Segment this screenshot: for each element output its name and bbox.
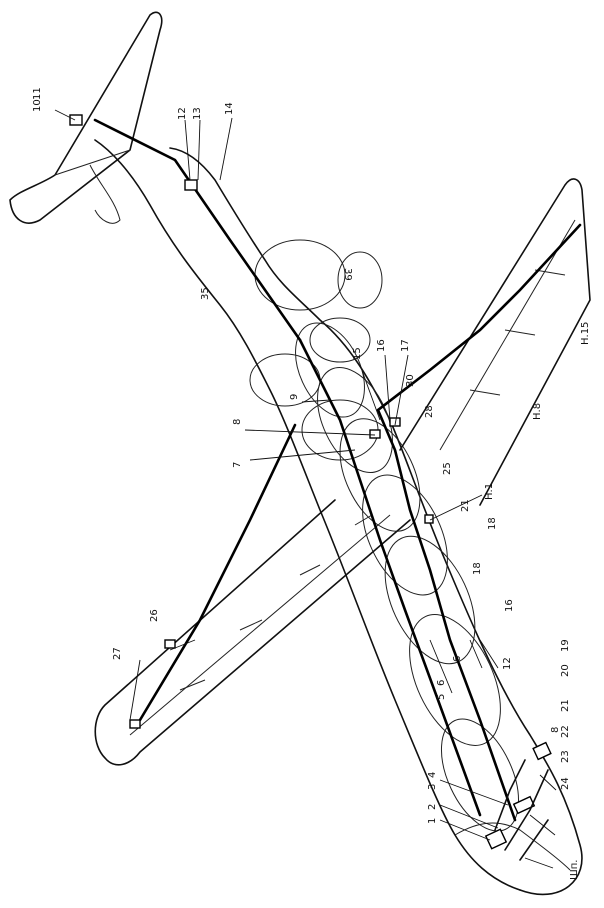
callout-23: 23 bbox=[560, 750, 571, 763]
callout-labels: 1 2 3 4 5 6 6 7 8 8 9 10 11 12 12 13 14 … bbox=[32, 87, 591, 880]
control-rods bbox=[93, 118, 582, 822]
callout-21: 21 bbox=[460, 499, 471, 512]
callout-22: 22 bbox=[560, 725, 571, 738]
callout-28: 28 bbox=[424, 405, 435, 418]
callout-7: 7 bbox=[232, 462, 243, 468]
callout-39: 39 bbox=[342, 268, 353, 281]
left-wing bbox=[94, 499, 411, 766]
callout-26: 26 bbox=[149, 609, 160, 622]
callout-12b: 12 bbox=[502, 657, 513, 670]
callout-6b: 6 bbox=[452, 656, 463, 662]
cockpit-control-mechanisms bbox=[69, 114, 552, 861]
callout-5: 5 bbox=[436, 694, 447, 700]
callout-4: 4 bbox=[427, 772, 438, 778]
callout-25: 25 bbox=[442, 462, 453, 475]
callout-6: 6 bbox=[436, 680, 447, 686]
callout-13: 13 bbox=[192, 107, 203, 120]
callout-16: 16 bbox=[376, 339, 387, 352]
callout-15: 15 bbox=[352, 347, 363, 360]
fuselage-outline bbox=[94, 139, 583, 896]
frame-label-sp: Шп. bbox=[569, 860, 580, 880]
callout-8: 8 bbox=[232, 419, 243, 425]
fuselage-frames bbox=[295, 322, 520, 832]
callout-35: 35 bbox=[200, 287, 211, 300]
callout-17: 17 bbox=[400, 339, 411, 352]
rib-label-n15: Н.15 bbox=[580, 322, 591, 345]
leader-lines bbox=[54, 109, 557, 869]
rib-label-n1: Н.1 bbox=[484, 483, 495, 500]
callout-2: 2 bbox=[427, 804, 438, 810]
callout-9: 9 bbox=[289, 394, 300, 400]
callout-10: 10 bbox=[32, 99, 43, 112]
callout-19: 19 bbox=[560, 639, 571, 652]
callout-30: 30 bbox=[405, 374, 416, 387]
callout-8b: 8 bbox=[550, 727, 561, 733]
callout-12: 12 bbox=[177, 107, 188, 120]
right-wing bbox=[399, 178, 591, 506]
rib-label-n8: Н.8 bbox=[532, 403, 543, 420]
callout-1: 1 bbox=[427, 818, 438, 824]
callout-14: 14 bbox=[224, 102, 235, 115]
callout-3: 3 bbox=[427, 784, 438, 790]
callout-24: 24 bbox=[560, 777, 571, 790]
callout-27: 27 bbox=[112, 647, 123, 660]
callout-20: 20 bbox=[560, 664, 571, 677]
tail-unit bbox=[9, 11, 163, 224]
callout-18b: 18 bbox=[472, 562, 483, 575]
callout-16b: 16 bbox=[504, 599, 515, 612]
callout-11: 11 bbox=[32, 87, 43, 100]
callout-21b: 21 bbox=[560, 699, 571, 712]
callout-18: 18 bbox=[487, 517, 498, 530]
